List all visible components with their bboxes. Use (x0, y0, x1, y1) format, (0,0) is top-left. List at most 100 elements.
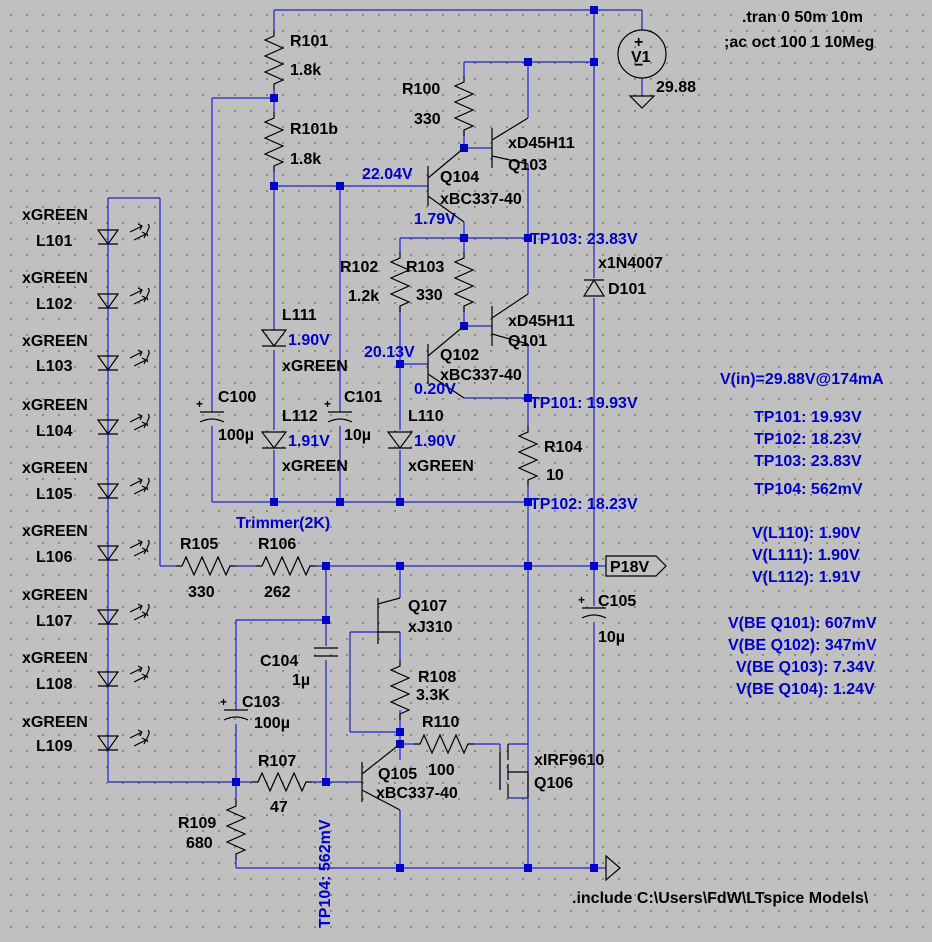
resistors-r102-value-label: 1.2k (348, 288, 379, 305)
resistors-r100-value-label: 330 (414, 111, 441, 128)
leds-model-label: xGREEN (282, 358, 348, 375)
transistors-q103-model-label: xD45H11 (508, 135, 575, 152)
diode-model-label: x1N4007 (598, 255, 663, 272)
resistors-r106-value-label: 262 (264, 584, 291, 601)
leds-chain-2-label: L103 (36, 358, 73, 375)
resistors-r107-value-label: 47 (270, 799, 288, 816)
resistors-r103-value-label: 330 (416, 287, 443, 304)
c104[interactable] (313, 647, 339, 657)
leds-chain-5-label: L106 (36, 549, 73, 566)
svg-text:−: − (634, 57, 643, 74)
r105[interactable] (175, 556, 237, 576)
leds-chain-8-label: L109 (36, 738, 73, 755)
transistors-q103-name-label: Q103 (508, 157, 547, 174)
node_voltages-l112-label: 1.91V (288, 433, 330, 450)
ac-directive: ;ac oct 100 1 10Meg (724, 34, 874, 51)
resistors-r108-value-label: 3.3K (416, 687, 450, 704)
leds-model-label: xGREEN (22, 460, 88, 477)
summary-8-label: V(BE Q101): 607mV (728, 615, 877, 632)
r110[interactable] (413, 734, 475, 754)
capacitors-c103-name-label: C103 (242, 694, 280, 711)
transistors-q101-name-label: Q101 (508, 333, 547, 350)
leds-model-label: xGREEN (22, 650, 88, 667)
node_voltages-q102_base-label: 20.13V (364, 344, 415, 361)
d101[interactable] (582, 278, 606, 297)
transistors-q101-model-label: xD45H11 (508, 313, 575, 330)
summary-3-label: TP103: 23.83V (754, 453, 862, 470)
resistors-r110-name-label: R110 (422, 714, 459, 731)
v1-name: V1 (631, 49, 651, 66)
transistors-q107-name-label: Q107 (408, 598, 447, 615)
diode-name-label: D101 (608, 281, 646, 298)
r101[interactable] (264, 29, 284, 91)
summary-0-label: V(in)=29.88V@174mA (720, 371, 884, 388)
resistors-r108-name-label: R108 (418, 669, 456, 686)
q104-transistor[interactable] (427, 147, 465, 223)
l111[interactable] (261, 329, 287, 347)
leds-chain-6-label: L107 (36, 613, 73, 630)
leds-model-label: xGREEN (22, 333, 88, 350)
capacitors-c100-name-label: C100 (218, 389, 256, 406)
capacitors-c100-value-label: 100µ (218, 427, 254, 444)
testpoints-tp102-label: TP102: 18.23V (530, 496, 638, 513)
capacitors-c105-name-label: C105 (598, 593, 636, 610)
summary-11-label: V(BE Q104): 1.24V (736, 681, 875, 698)
capacitors-c101-name-label: C101 (344, 389, 382, 406)
summary-1-label: TP101: 19.93V (754, 409, 862, 426)
capacitors-c103-value-label: 100µ (254, 715, 290, 732)
capacitors-c104-value-label: 1µ (292, 672, 310, 689)
testpoints-tp101-label: TP101: 19.93V (530, 395, 638, 412)
resistors-r109-value-label: 680 (186, 835, 213, 852)
l112[interactable] (261, 431, 287, 449)
transistors-q102-model-label: xBC337-40 (440, 367, 522, 384)
node_voltages-q104_emitter-label: 1.79V (414, 211, 456, 228)
r106[interactable] (255, 556, 317, 576)
labels: .tran 0 50m 10m ;ac oct 100 1 10Meg .inc… (22, 9, 884, 928)
leds-model-label: xGREEN (22, 397, 88, 414)
node_voltages-q104_base-label: 22.04V (362, 166, 413, 183)
v1-source[interactable]: + − (617, 29, 667, 109)
led-chain[interactable] (97, 223, 150, 751)
leds-chain-0-label: L101 (36, 233, 73, 250)
leds-model-label: xGREEN (22, 523, 88, 540)
q105-transistor[interactable] (361, 743, 401, 811)
l110[interactable] (387, 431, 413, 449)
summary-2-label: TP102: 18.23V (754, 431, 862, 448)
resistors-r109-name-label: R109 (178, 815, 216, 832)
resistors-r102-name-label: R102 (340, 259, 378, 276)
q103-transistor[interactable] (491, 117, 529, 168)
transistors-q105-name-label: Q105 (378, 766, 417, 783)
resistors-r101-value-label: 1.8k (290, 62, 321, 79)
node_voltages-q102_emitter-label: 0.20V (414, 381, 456, 398)
q101-transistor[interactable] (491, 293, 529, 346)
r104[interactable] (518, 425, 538, 487)
transistors-q106-name-label: Q106 (534, 775, 573, 792)
r100[interactable] (454, 75, 474, 137)
port-p18v[interactable] (605, 555, 667, 577)
transistors-q107-model-label: xJ310 (408, 619, 453, 636)
leds-chain-3-label: L104 (36, 423, 73, 440)
port-label: P18V (610, 559, 649, 576)
r103[interactable] (454, 251, 474, 313)
transistors-q104-name-label: Q104 (440, 169, 479, 186)
resistors-r105-value-label: 330 (188, 584, 215, 601)
resistors-r107-name-label: R107 (258, 753, 296, 770)
resistors-r106-name-label: R106 (258, 536, 296, 553)
summary-5-label: V(L110): 1.90V (752, 525, 861, 542)
q102-transistor[interactable] (427, 325, 465, 399)
v1-value: 29.88 (656, 79, 696, 96)
r107[interactable] (251, 772, 313, 792)
leds-model-label: xGREEN (22, 587, 88, 604)
capacitors-c104-name-label: C104 (260, 653, 298, 670)
resistors-r101b-value-label: 1.8k (290, 151, 321, 168)
leds-chain-1-label: L102 (36, 296, 73, 313)
resistors-r101b-name-label: R101b (290, 121, 338, 138)
leds-model-label: xGREEN (282, 458, 348, 475)
q107-jfet[interactable] (377, 597, 401, 644)
q106-mosfet[interactable] (499, 744, 529, 798)
leds-l111-label: L111 (282, 307, 317, 324)
r109[interactable] (226, 799, 246, 861)
r101b[interactable] (264, 111, 284, 173)
transistors-q105-model-label: xBC337-40 (376, 785, 458, 802)
